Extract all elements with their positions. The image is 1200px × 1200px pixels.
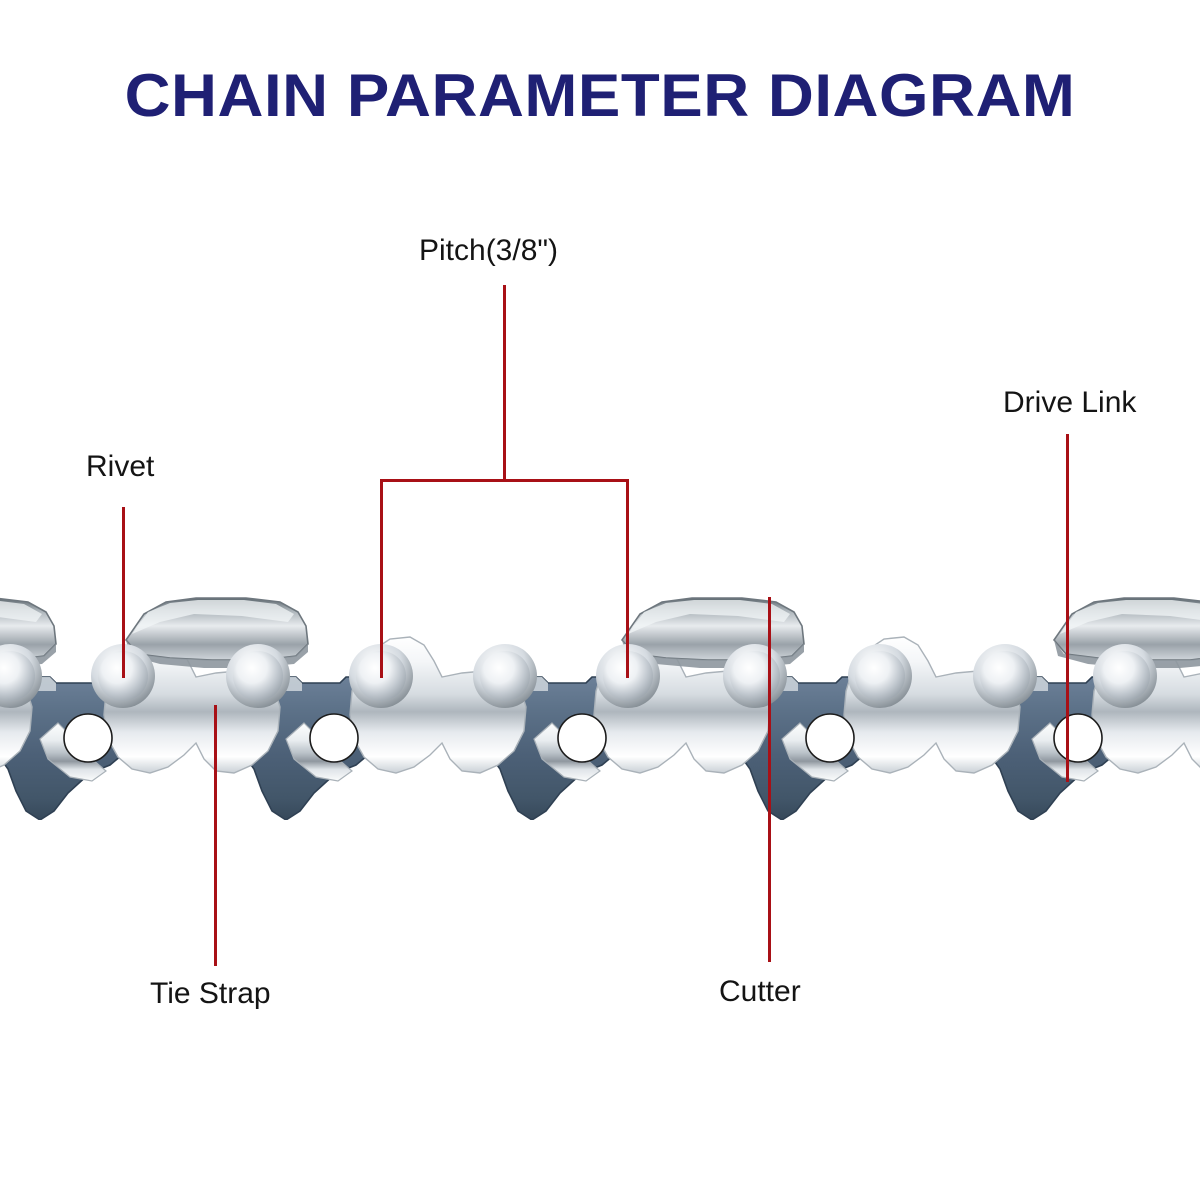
callout-label-tie-strap: Tie Strap (150, 977, 271, 1010)
pitch-leader-bar (380, 479, 629, 482)
chain-illustration (0, 545, 1200, 820)
cutter-leader-line (768, 597, 771, 962)
rivet-group (0, 644, 1157, 708)
pitch-leader-right-drop (626, 479, 629, 678)
callout-label-rivet: Rivet (86, 450, 155, 483)
drive-link-leader-line (1066, 434, 1069, 782)
callout-label-pitch: Pitch(3/8") (419, 234, 559, 267)
pitch-leader-left-drop (380, 479, 383, 678)
page-title: CHAIN PARAMETER DIAGRAM (124, 62, 1076, 129)
rivet-leader-line (122, 507, 125, 678)
callout-label-drive-link: Drive Link (1003, 386, 1137, 419)
pitch-leader-stem (503, 285, 506, 482)
chain-svg (0, 597, 1200, 820)
tang-hole-group (63, 713, 1103, 763)
callout-label-cutter: Cutter (719, 975, 801, 1008)
tie-strap-leader-line (214, 705, 217, 966)
chain-body (0, 597, 1200, 820)
